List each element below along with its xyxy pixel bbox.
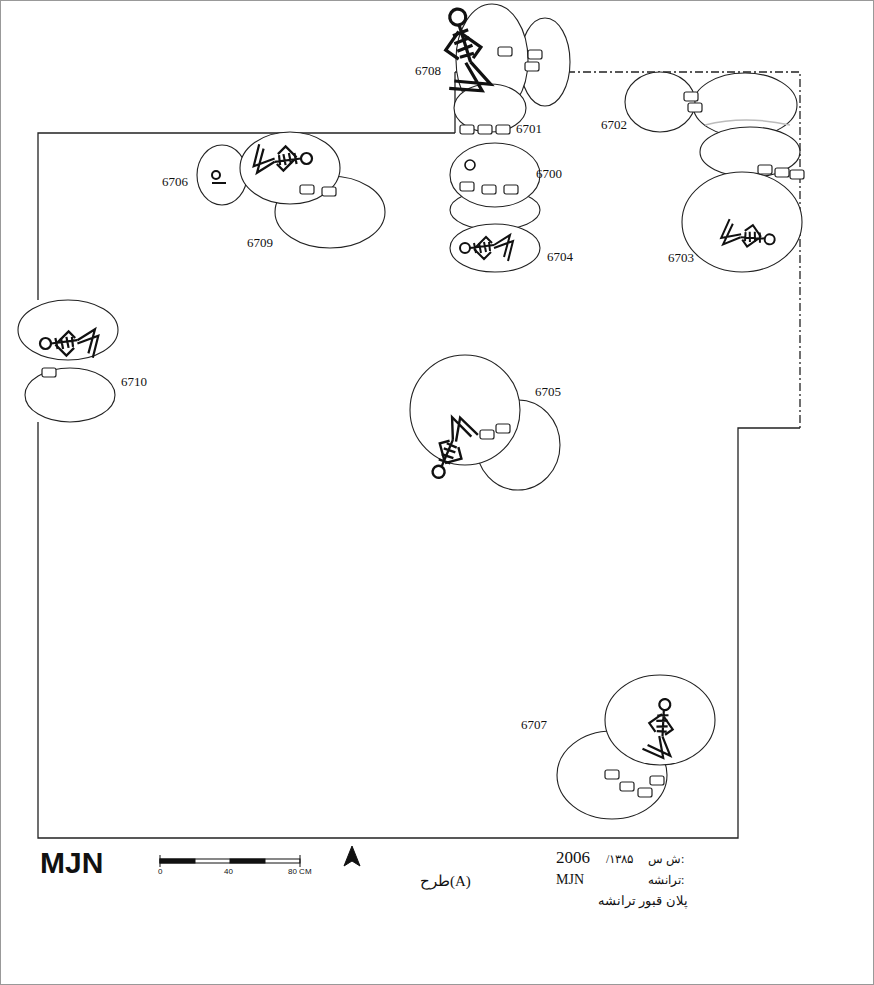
grave-number: 6710: [121, 375, 147, 389]
grave-number: 6706: [162, 175, 188, 189]
scale-label: 0: [158, 868, 162, 877]
grave-number: 6700: [536, 167, 562, 181]
scale-label: 80 CM: [288, 868, 312, 877]
field-label: ش س:: [648, 853, 684, 866]
scale-label: 40: [224, 868, 233, 877]
grave-number: 6709: [247, 236, 273, 250]
trench-code: MJN: [40, 846, 103, 879]
grave-number: 6701: [516, 122, 542, 136]
plan-title: پلان قبور ترانشه: [598, 894, 688, 908]
grave-number: 6708: [415, 64, 441, 78]
grave-number: 6702: [601, 118, 627, 132]
grave-number: 6705: [535, 385, 561, 399]
year: 2006: [556, 849, 590, 868]
grave-number: 6703: [668, 251, 694, 265]
plan-label: طرح(A): [420, 873, 471, 890]
grave-number: 6707: [521, 718, 547, 732]
year: /۱۳۸۵: [606, 853, 633, 866]
field-label: ترانشه:: [648, 874, 684, 887]
trench-code: MJN: [556, 872, 584, 887]
grave-number: 6704: [547, 250, 573, 264]
